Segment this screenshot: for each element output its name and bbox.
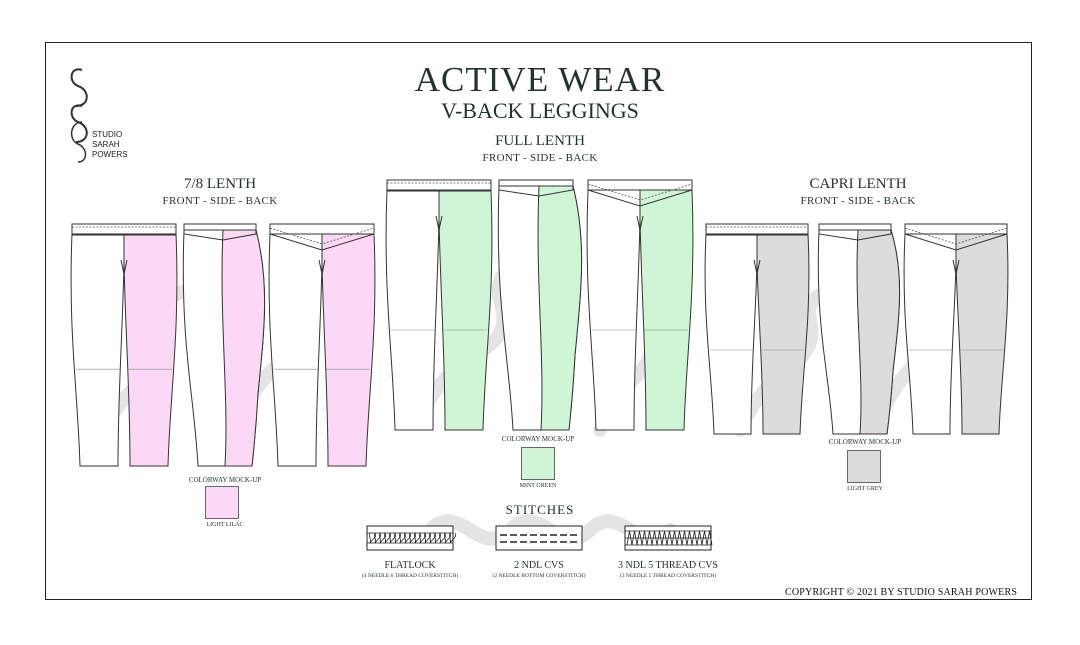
- stitch-name-3ndl: 3 NDL 5 THREAD CVS: [617, 560, 718, 571]
- legging-capri-back: [903, 223, 1009, 435]
- logo-line: STUDIO: [92, 130, 123, 139]
- section-views-7-8: FRONT - SIDE - BACK: [162, 195, 278, 207]
- legging-capri-side: [817, 223, 901, 435]
- color-swatch-grey: [847, 450, 881, 483]
- stitch-name-2ndl: 2 NDL CVS: [514, 560, 564, 571]
- section-views-capri: FRONT - SIDE - BACK: [800, 195, 916, 207]
- two-needle-stitch-icon: [495, 525, 583, 551]
- stitch-desc-3ndl: (3 NEEDLE 5 THREAD COVERSTITCH): [619, 573, 717, 579]
- colorway-label-full: COLORWAY MOCK-UP: [501, 435, 575, 443]
- logo: STUDIO SARAH POWERS: [64, 62, 134, 172]
- legging-capri-front: [704, 223, 810, 435]
- logo-line: SARAH: [92, 140, 120, 149]
- color-name-full: MINT GREEN: [519, 483, 557, 489]
- legging-full-back: [586, 179, 694, 431]
- section-title-capri: CAPRI LENTH: [809, 176, 907, 192]
- stitches-title: STITCHES: [505, 502, 575, 517]
- stitch-desc-2ndl: (2 NEEDLE BOTTOM COVERSTITCH): [492, 573, 586, 579]
- three-needle-stitch-icon: [624, 525, 713, 551]
- page-title: ACTIVE WEAR: [414, 60, 666, 99]
- legging-full-front: [385, 179, 493, 431]
- legging-7-8-back: [268, 223, 376, 467]
- colorway-label-capri: COLORWAY MOCK-UP: [828, 438, 902, 446]
- section-title-7-8: 7/8 LENTH: [183, 176, 257, 192]
- color-swatch-mint: [521, 447, 555, 480]
- section-title-full: FULL LENTH: [495, 133, 585, 149]
- color-name-capri: LIGHT GREY: [847, 486, 883, 492]
- page-frame: [45, 42, 1032, 600]
- copyright-text: COPYRIGHT © 2021 BY STUDIO SARAH POWERS: [785, 587, 1018, 598]
- page-subtitle: V-BACK LEGGINGS: [441, 98, 639, 123]
- stitch-desc-flatlock: (4 NEEDLE 6 THREAD COVERSTITCH): [361, 573, 459, 579]
- legging-7-8-side: [182, 223, 266, 467]
- colorway-label-7-8: COLORWAY MOCK-UP: [188, 476, 262, 484]
- legging-full-side: [497, 179, 583, 431]
- color-swatch-lilac: [205, 486, 239, 519]
- flatlock-stitch-icon: [366, 525, 456, 551]
- stitch-name-flatlock: FLATLOCK: [384, 560, 436, 571]
- color-name-7-8: LIGHT LILAC: [206, 522, 244, 528]
- logo-line: POWERS: [92, 150, 128, 159]
- legging-7-8-front: [70, 223, 178, 467]
- logo-mark-icon: [70, 68, 88, 163]
- section-views-full: FRONT - SIDE - BACK: [482, 152, 598, 164]
